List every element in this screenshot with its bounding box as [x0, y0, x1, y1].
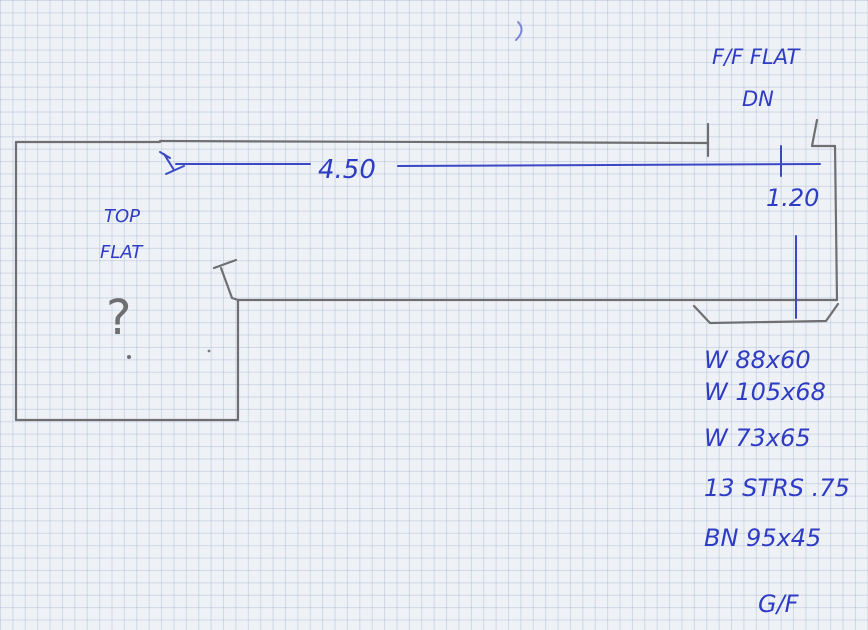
landing-top-wall — [158, 139, 710, 145]
pen-mark — [515, 21, 523, 41]
top-flat-outline — [14, 140, 240, 422]
pencil-dot — [207, 349, 211, 353]
note-window-3: W 73x65 — [704, 424, 811, 452]
door-jamb-right — [810, 118, 837, 148]
bottom-step-shape — [692, 302, 840, 325]
top-flat-label-line2: FLAT — [100, 242, 144, 263]
top-flat-door-mark — [212, 258, 240, 302]
dimension-length-label: 4.50 — [318, 155, 376, 185]
note-bathroom: BN 95x45 — [704, 524, 821, 552]
ff-flat-label: F/F FLAT — [712, 45, 802, 69]
gf-label: G/F — [758, 590, 800, 618]
dimension-line-right — [397, 163, 821, 167]
note-stairs: 13 STRS .75 — [704, 474, 850, 502]
question-mark: ? — [106, 290, 131, 346]
dimension-tick-left — [159, 151, 185, 175]
top-flat-label-line1: TOP — [104, 206, 140, 227]
landing-right-wall — [833, 144, 839, 302]
note-window-1: W 88x60 — [704, 346, 811, 374]
note-window-2: W 105x68 — [704, 378, 826, 406]
dn-label: DN — [742, 87, 774, 111]
question-dot — [127, 355, 131, 359]
width-dimension-label: 1.20 — [766, 184, 819, 212]
